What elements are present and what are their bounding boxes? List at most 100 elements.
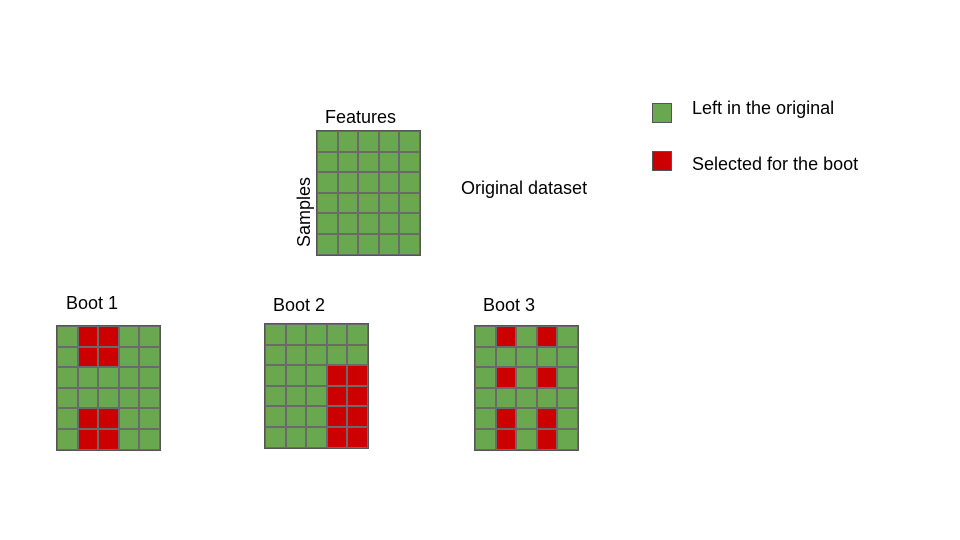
boot-3-label: Boot 3 — [483, 295, 536, 315]
original-cell — [326, 324, 348, 345]
original-cell — [358, 213, 379, 234]
original-cell — [118, 408, 140, 429]
boot-2-label: Boot 2 — [273, 295, 326, 315]
selected-cell — [77, 346, 99, 368]
original-cell — [399, 213, 420, 234]
original-cell — [516, 408, 537, 429]
original-cell — [265, 385, 286, 407]
original-cell — [57, 408, 78, 429]
original-cell — [139, 408, 160, 429]
original-cell — [536, 387, 558, 409]
original-dataset-grid — [316, 130, 421, 256]
original-cell — [337, 233, 359, 255]
original-cell — [516, 326, 537, 347]
original-cell — [516, 346, 537, 368]
original-cell — [347, 344, 368, 366]
original-cell — [306, 406, 327, 427]
selected-cell — [326, 385, 348, 407]
original-cell — [118, 367, 140, 388]
original-cell — [118, 346, 140, 368]
original-cell — [557, 387, 578, 409]
original-cell — [57, 346, 78, 368]
original-cell — [337, 213, 359, 234]
selected-cell — [98, 326, 119, 347]
original-cell — [475, 387, 496, 409]
original-cell — [399, 192, 420, 214]
original-cell — [337, 172, 359, 193]
original-cell — [475, 367, 496, 388]
original-cell — [557, 408, 578, 429]
original-cell — [399, 151, 420, 173]
original-cell — [265, 324, 286, 345]
original-cell — [378, 172, 400, 193]
original-cell — [285, 344, 307, 366]
selected-cell — [98, 408, 119, 429]
original-cell — [306, 344, 327, 366]
original-cell — [77, 387, 99, 409]
boot-2-grid — [264, 323, 369, 449]
selected-cell — [347, 406, 368, 427]
original-cell — [358, 151, 379, 173]
original-cell — [57, 326, 78, 347]
original-cell — [495, 387, 517, 409]
original-cell — [317, 192, 338, 214]
legend-swatch-left-in-original — [652, 103, 672, 123]
original-cell — [306, 324, 327, 345]
original-cell — [516, 387, 537, 409]
selected-cell — [536, 326, 558, 347]
original-cell — [57, 387, 78, 409]
original-cell — [358, 233, 379, 255]
original-cell — [378, 233, 400, 255]
original-cell — [378, 151, 400, 173]
selected-cell — [347, 426, 368, 448]
original-cell — [77, 367, 99, 388]
boot-1-grid — [56, 325, 161, 451]
original-cell — [285, 365, 307, 386]
original-cell — [475, 326, 496, 347]
selected-cell — [347, 365, 368, 386]
selected-cell — [326, 365, 348, 386]
original-cell — [57, 367, 78, 388]
original-cell — [475, 346, 496, 368]
selected-cell — [495, 367, 517, 388]
original-cell — [399, 172, 420, 193]
original-cell — [306, 365, 327, 386]
selected-cell — [495, 326, 517, 347]
original-cell — [98, 387, 119, 409]
original-cell — [57, 428, 78, 450]
original-cell — [495, 346, 517, 368]
original-cell — [358, 192, 379, 214]
samples-label: Samples — [294, 176, 314, 247]
original-cell — [358, 131, 379, 152]
original-cell — [317, 213, 338, 234]
original-cell — [98, 367, 119, 388]
original-cell — [347, 324, 368, 345]
legend-label-left-in-original: Left in the original — [692, 98, 835, 118]
original-cell — [378, 213, 400, 234]
original-cell — [378, 131, 400, 152]
selected-cell — [77, 326, 99, 347]
original-cell — [337, 131, 359, 152]
original-cell — [358, 172, 379, 193]
original-cell — [265, 344, 286, 366]
selected-cell — [495, 428, 517, 450]
boot-1-label: Boot 1 — [66, 293, 119, 313]
original-cell — [285, 426, 307, 448]
selected-cell — [536, 367, 558, 388]
original-cell — [317, 172, 338, 193]
original-cell — [399, 131, 420, 152]
original-cell — [265, 365, 286, 386]
original-cell — [475, 428, 496, 450]
legend-swatch-selected-for-boot — [652, 151, 672, 171]
selected-cell — [326, 406, 348, 427]
selected-cell — [536, 408, 558, 429]
original-cell — [139, 428, 160, 450]
original-cell — [516, 428, 537, 450]
original-cell — [306, 426, 327, 448]
original-cell — [337, 151, 359, 173]
selected-cell — [347, 385, 368, 407]
original-cell — [265, 406, 286, 427]
original-cell — [475, 408, 496, 429]
original-cell — [139, 387, 160, 409]
original-cell — [326, 344, 348, 366]
